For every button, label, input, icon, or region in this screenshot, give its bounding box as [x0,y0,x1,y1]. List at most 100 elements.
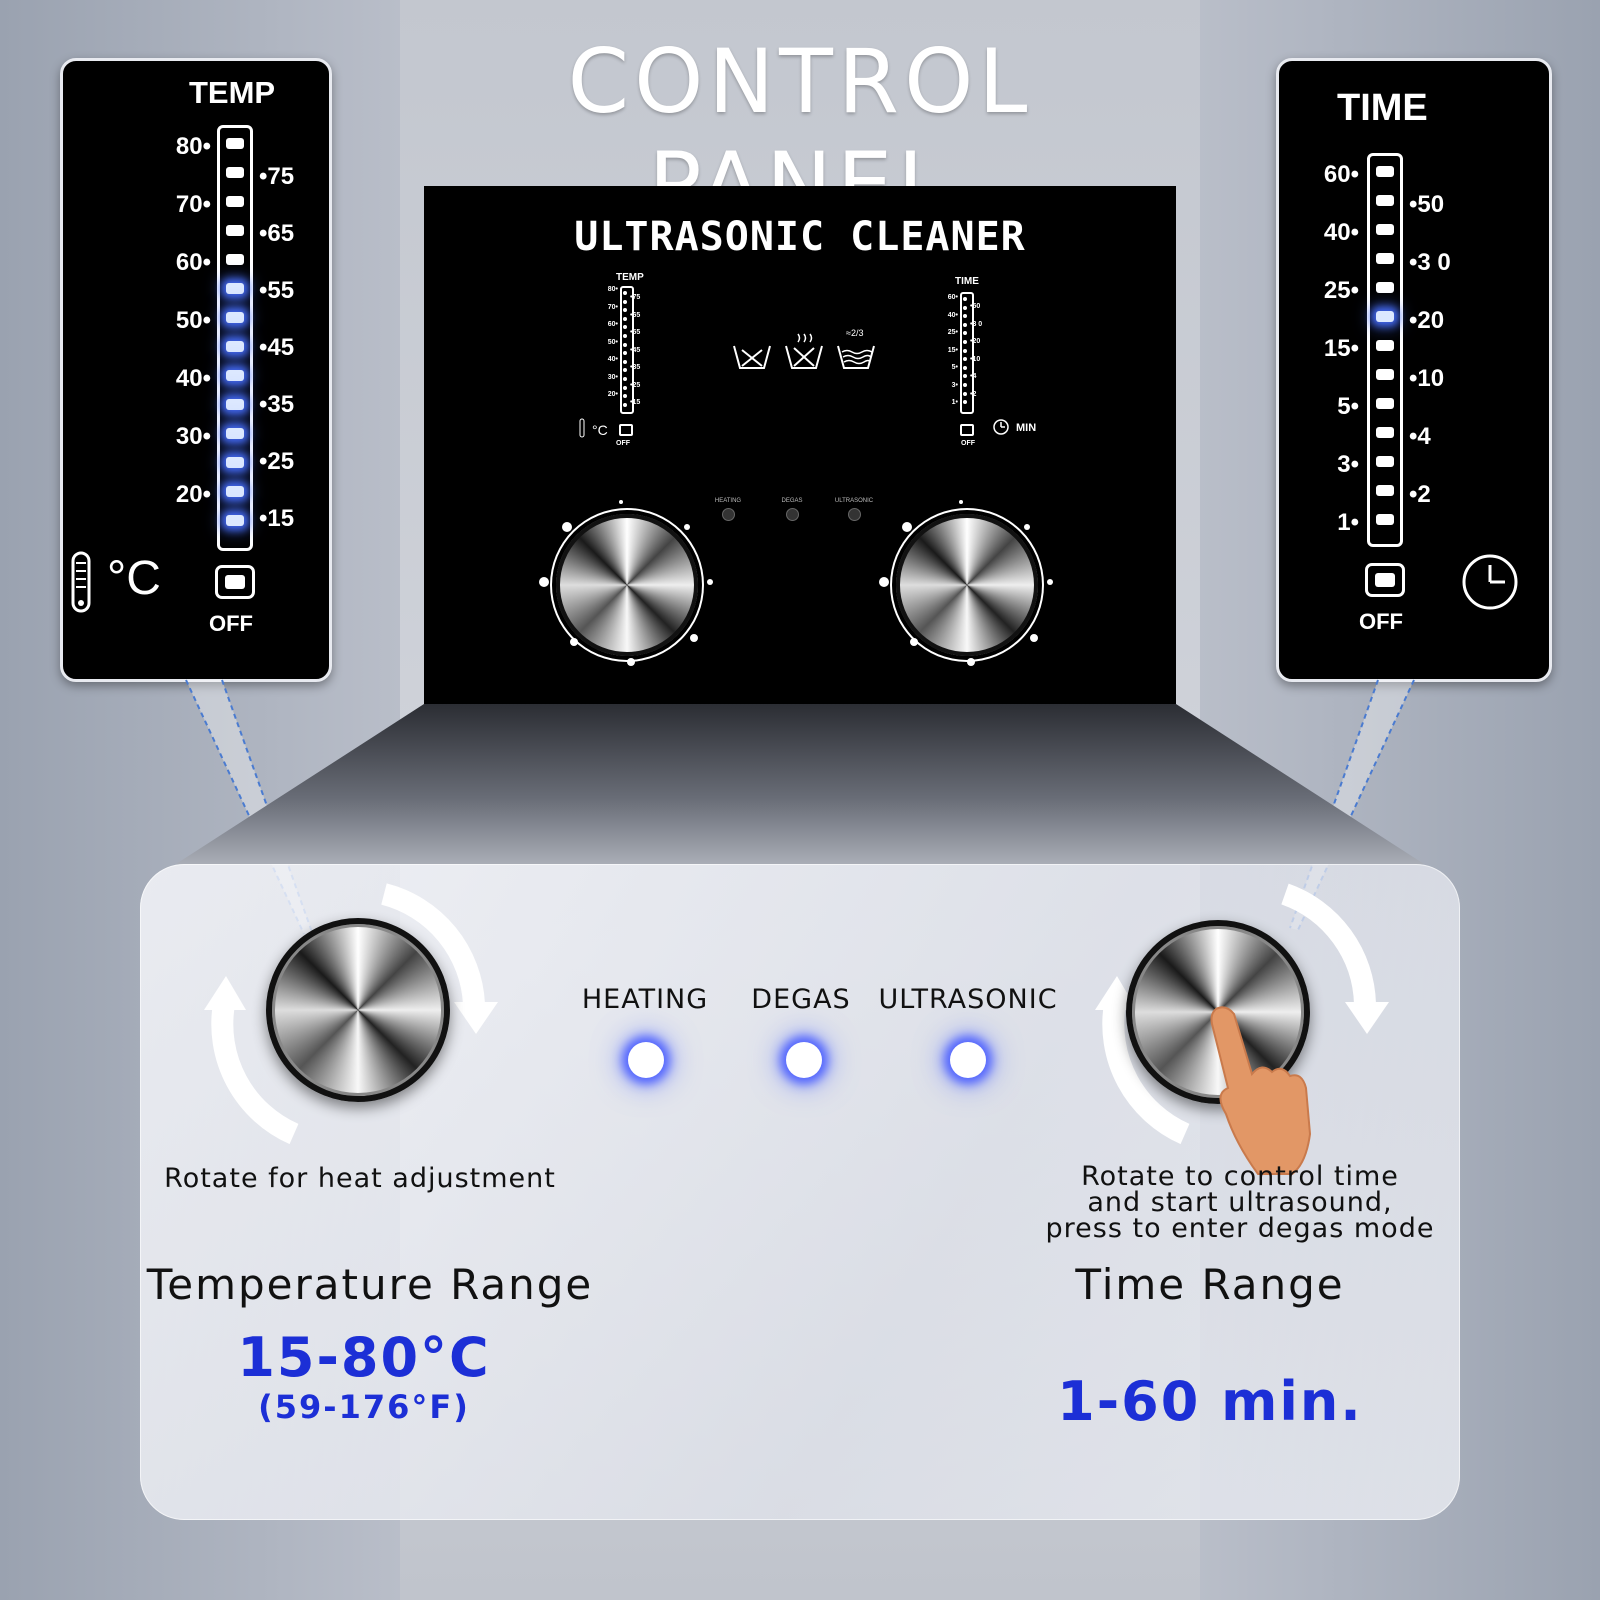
gauge-segment [1376,427,1394,438]
gauge-segment [1376,253,1394,264]
mini-temp-title: TEMP [616,272,644,283]
gauge-segment [963,314,967,319]
gauge-segment [623,377,627,381]
time-panel: TIME OFF 60•40•25•15•5•3•1••50•3 0•20•10… [1276,58,1552,682]
scale-label: •75 [630,294,641,301]
gauge-segment [623,394,627,399]
gauge-segment [623,325,627,330]
mini-time-off-button[interactable] [960,424,974,436]
scale-label: •25 [259,448,295,475]
device-time-knob[interactable] [896,514,1038,656]
time-range-value: 1-60 min. [1057,1370,1363,1433]
gauge-segment [1376,514,1394,525]
scale-label: •10 [970,355,981,363]
gauge-segment [963,374,967,379]
temp-range-title: Temperature Range [146,1260,594,1309]
wash-basin-icon [733,345,771,369]
mini-heating-led [722,508,735,521]
clock-icon [1462,554,1518,610]
gauge-segment [623,342,627,347]
water-level-icon [837,345,875,369]
mini-degas-led [786,508,799,521]
gauge-segment [226,515,244,526]
temp-panel: TEMP °C OFF 80•70•60•50•40•30•20••75•65•… [60,58,332,682]
scale-label: •50 [970,303,981,310]
temp-off-label: OFF [209,611,253,636]
gauge-segment [226,370,244,381]
device-title: ULTRASONIC CLEANER [574,214,1026,260]
scale-label: •35 [259,391,295,418]
mini-time-title: TIME [955,276,979,287]
scale-label: 80• [607,286,618,293]
gauge-segment [963,357,967,362]
gauge-segment [963,340,967,344]
scale-label: •45 [630,346,641,354]
gauge-segment [226,457,244,468]
gauge-segment [1376,485,1394,496]
mini-clock-icon [993,419,1009,435]
time-off-button[interactable] [1365,563,1405,597]
scale-label: 50• [607,338,618,346]
degas-label: DEGAS [751,984,851,1015]
gauge-segment [1376,311,1394,322]
scale-label: 50• [175,307,211,334]
scale-label: 25• [1323,277,1359,304]
time-knob-description: Rotate to control time and start ultraso… [1020,1163,1460,1242]
gauge-segment [963,383,967,387]
scale-label: •20 [1409,307,1445,334]
scale-label: 3• [1337,451,1359,478]
mini-temp-off-button[interactable] [619,424,633,436]
gauge-segment [226,486,244,497]
scale-label: •20 [970,338,981,345]
gauge-segment [226,254,244,265]
mini-time-gauge [960,292,974,414]
gauge-segment [963,322,967,327]
thermometer-icon [71,551,91,613]
scale-label: 30• [175,423,211,450]
knob-dial-marks [539,500,1053,666]
scale-label: •10 [1409,365,1445,392]
temp-off-button[interactable] [215,565,255,599]
gauge-segment [963,297,967,301]
scale-label: •55 [630,329,641,336]
scale-label: 1• [951,399,958,406]
gauge-segment [623,368,627,373]
scale-label: 25• [947,329,958,336]
gauge-segment [623,291,627,295]
scale-label: 20• [175,481,211,508]
time-off-label: OFF [1359,609,1403,634]
scale-label: 60• [947,294,958,301]
scale-label: 40• [607,356,618,363]
gauge-segment [226,138,244,149]
rotate-arrows-right-icon [1095,883,1389,1145]
temp-gauge [217,125,253,551]
scale-label: 15• [947,346,958,354]
scale-label: •2 [970,390,977,398]
gauge-segment [623,351,627,356]
gauge-segment [623,299,627,304]
temp-knob[interactable] [266,918,450,1102]
gauge-segment [623,316,627,321]
scale-label: •50 [1409,191,1445,218]
gauge-segment [623,402,627,407]
scale-label: •3 0 [1409,249,1451,276]
finger-pointer-icon [1210,1006,1312,1175]
scale-label: •15 [259,505,295,532]
scale-label: 60• [175,249,211,276]
scale-label: •45 [259,334,295,361]
scale-label: •35 [630,364,641,371]
scale-label: 70• [175,191,211,218]
scale-label: 40• [947,311,958,319]
gauge-segment [1376,282,1394,293]
device-shadow [176,704,1424,864]
scale-label: •75 [259,163,295,190]
scale-label: •65 [630,311,641,319]
gauge-segment [1376,456,1394,467]
gauge-segment [226,167,244,178]
time-panel-title: TIME [1337,87,1428,129]
scale-label: •65 [259,220,295,247]
scale-label: •55 [259,277,295,304]
device-temp-knob[interactable] [556,514,698,656]
gauge-segment [226,196,244,207]
gauge-segment [623,308,627,313]
